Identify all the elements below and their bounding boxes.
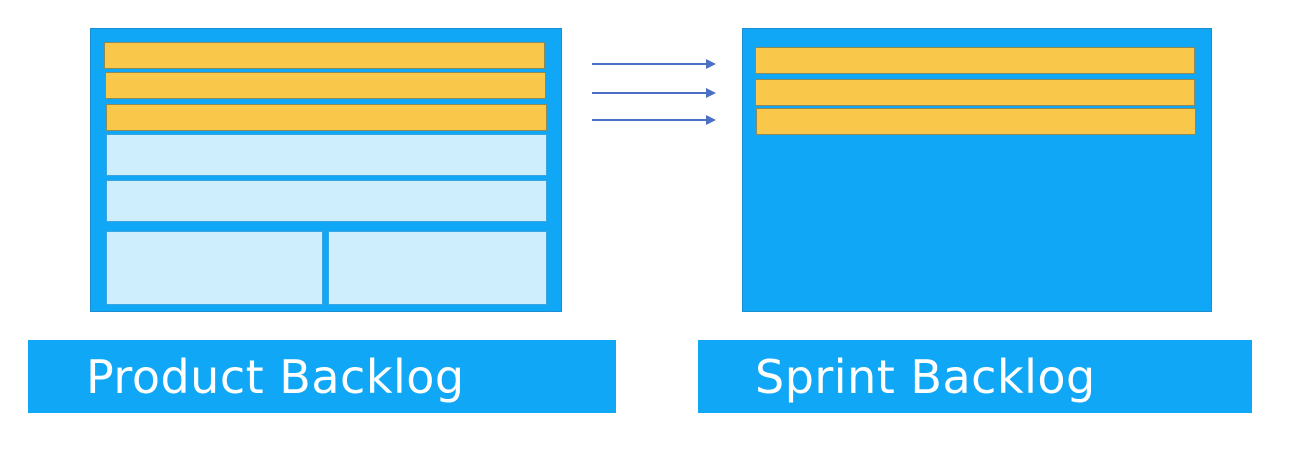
sprint-backlog-label: Sprint Backlog — [755, 349, 1096, 404]
sprint-story-3 — [756, 108, 1196, 135]
sprint-story-2 — [755, 79, 1195, 106]
sprint-story-1 — [755, 47, 1195, 74]
product-backlog-board — [90, 28, 562, 312]
product-backlog-label: Product Backlog — [86, 349, 465, 404]
product-story-3 — [106, 104, 547, 131]
sprint-backlog-label-bar: Sprint Backlog — [698, 340, 1252, 413]
product-story-1 — [104, 42, 545, 69]
product-backlog-row-1 — [106, 134, 547, 176]
product-backlog-cell-right — [328, 231, 547, 305]
product-story-2 — [105, 72, 546, 99]
product-backlog-row-2 — [106, 180, 547, 222]
move-stories-arrows — [592, 59, 716, 125]
sprint-backlog-board — [742, 28, 1212, 312]
product-backlog-cell-left — [106, 231, 323, 305]
product-backlog-label-bar: Product Backlog — [28, 340, 616, 413]
